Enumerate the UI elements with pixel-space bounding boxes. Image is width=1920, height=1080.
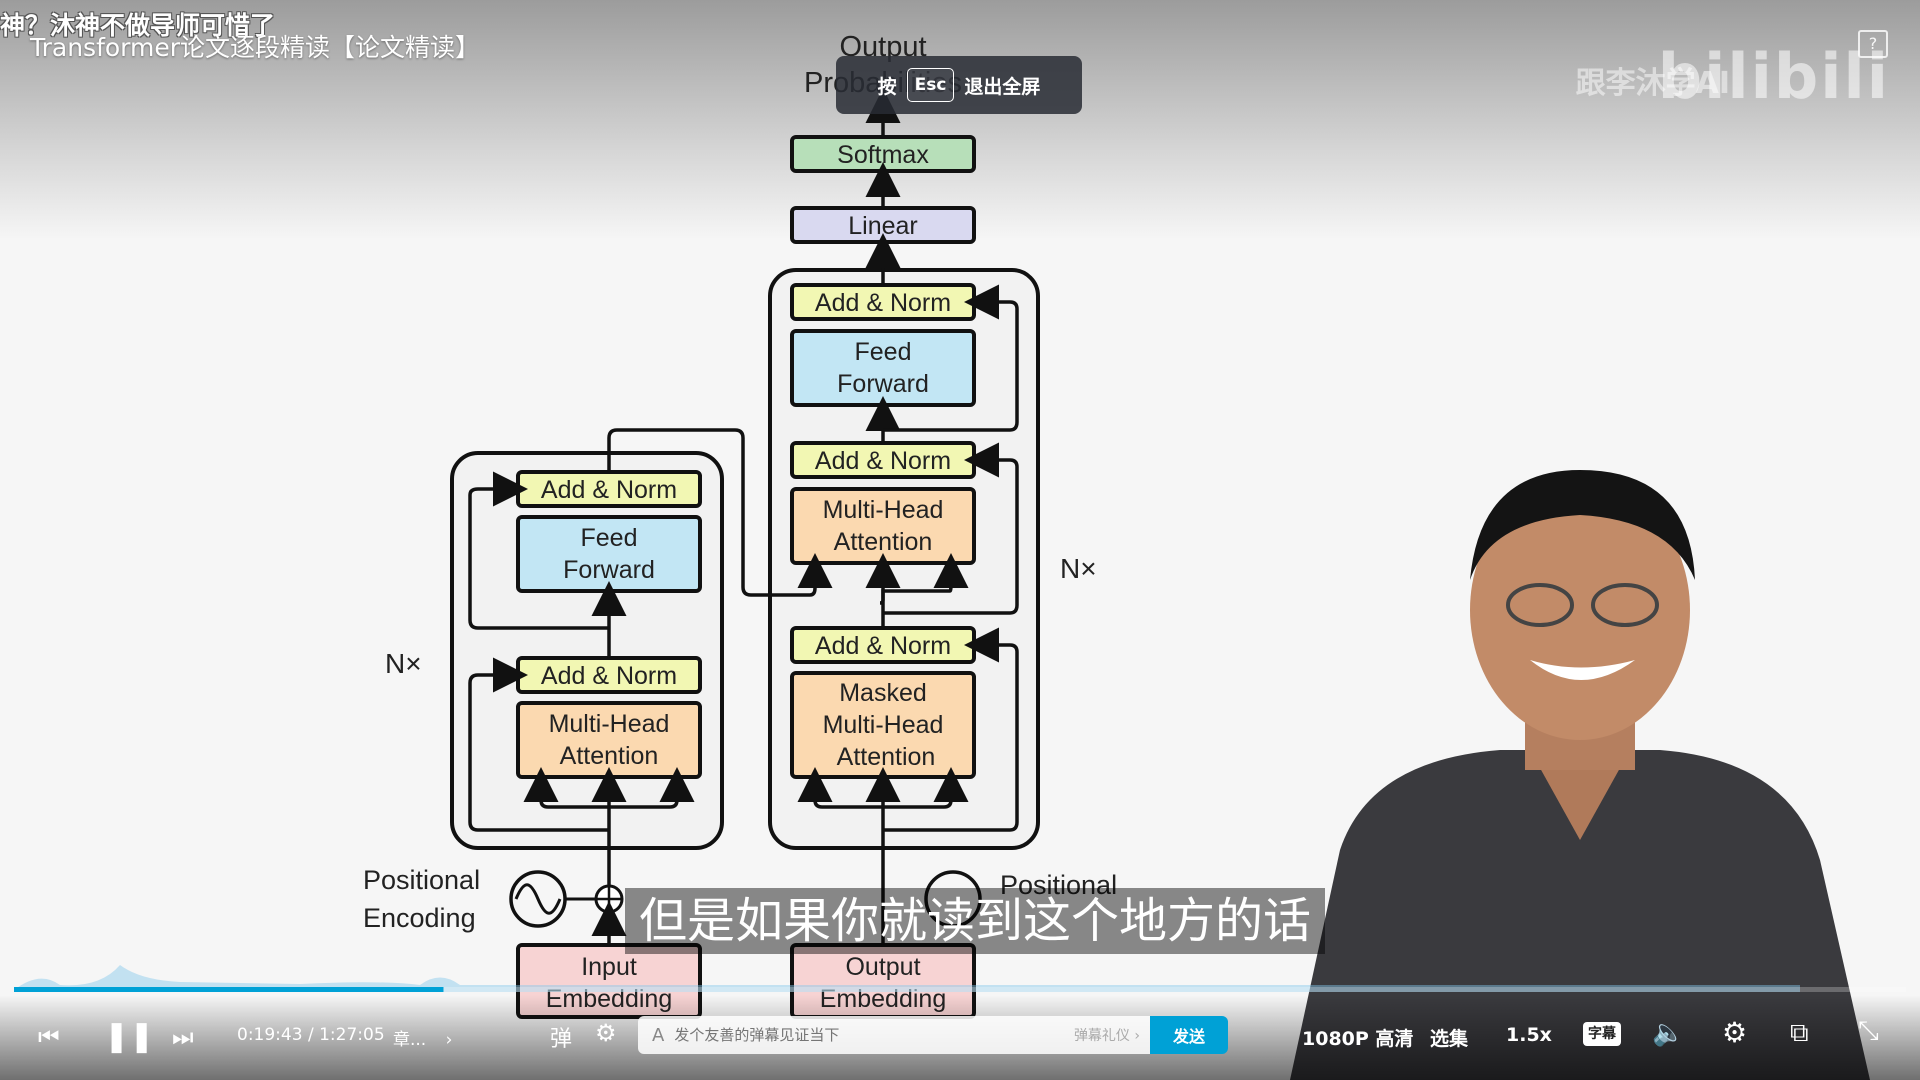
episodes-button[interactable]: 选集	[1430, 1028, 1469, 1050]
decoder-masked-label-1: Masked	[839, 679, 927, 707]
total-time: 1:27:05	[319, 1025, 385, 1045]
decoder-nx-label: N×	[1060, 553, 1097, 584]
decoder-ff-label-2: Forward	[837, 370, 929, 398]
video-title: Transformer论文逐段精读【论文精读】	[30, 33, 481, 62]
subtitle-text: 但是如果你就读到这个地方的话	[625, 888, 1326, 954]
chapter-button[interactable]: 章... ›	[393, 1025, 452, 1050]
decoder-mha-label-1: Multi-Head	[823, 496, 944, 524]
next-icon[interactable]: ⏭	[172, 1023, 194, 1051]
chapter-label: 章...	[393, 1030, 427, 1050]
quality-button[interactable]: 1080P 高清	[1302, 1028, 1414, 1050]
volume-icon[interactable]: 🔈	[1652, 1018, 1685, 1048]
progress-heatmap[interactable]	[0, 940, 1920, 1000]
watermark-user: 跟李沐学AI	[1575, 66, 1730, 101]
danmaku-input-box[interactable]: A 弹幕礼仪 ›	[638, 1016, 1150, 1054]
pos-enc-right-icon	[924, 870, 982, 928]
pos-enc-left-label-2: Encoding	[363, 903, 476, 933]
danmaku-settings-icon[interactable]: ⚙	[595, 1019, 617, 1047]
decoder-mha-label-2: Attention	[834, 528, 933, 556]
bilibili-logo: bilibili	[1657, 40, 1890, 113]
softmax-label: Softmax	[837, 141, 929, 169]
esc-key: Esc	[906, 68, 955, 102]
chevron-right-icon: ›	[445, 1030, 453, 1050]
encoder-add-norm-2-label: Add & Norm	[541, 476, 677, 504]
send-button[interactable]: 发送	[1150, 1016, 1228, 1054]
speed-button[interactable]: 1.5x	[1506, 1024, 1552, 1046]
danmaku-font-icon[interactable]: A	[652, 1024, 665, 1046]
encoder-nx-label: N×	[385, 648, 422, 679]
decoder-masked-label-3: Attention	[837, 743, 936, 771]
transformer-diagram: Output Probabilities Softmax Linear Add …	[363, 31, 1117, 1019]
encoder-mha-label-1: Multi-Head	[549, 710, 670, 738]
time-display: 0:19:43 / 1:27:05	[237, 1025, 385, 1045]
settings-gear-icon[interactable]: ⚙	[1722, 1016, 1748, 1049]
encoder-mha-label-2: Attention	[560, 742, 659, 770]
pause-icon[interactable]: ❚❚	[104, 1019, 155, 1054]
encoder-ff-label-2: Forward	[563, 556, 655, 584]
subtitle-toggle[interactable]: 字幕	[1583, 1022, 1621, 1046]
pos-enc-left-label-1: Positional	[363, 865, 480, 895]
danmaku-etiquette-link[interactable]: 弹幕礼仪 ›	[1073, 1028, 1140, 1044]
danmaku-input[interactable]	[672, 1025, 1037, 1045]
decoder-add-norm-2-label: Add & Norm	[815, 447, 951, 475]
output-emb-label-1: Output	[845, 953, 920, 981]
progress-played	[14, 987, 444, 992]
linear-label: Linear	[848, 212, 918, 240]
help-icon[interactable]: ?	[1858, 30, 1888, 58]
decoder-add-norm-1-label: Add & Norm	[815, 632, 951, 660]
previous-icon[interactable]: ⏮	[38, 1023, 60, 1051]
time-separator: /	[307, 1025, 314, 1045]
encoder-stack-box	[450, 451, 724, 850]
esc-suffix: 退出全屏	[964, 75, 1041, 98]
esc-prefix: 按	[877, 75, 897, 98]
decoder-ff-label-1: Feed	[855, 338, 912, 366]
exit-fullscreen-toast: 按 Esc 退出全屏	[836, 56, 1082, 114]
danmaku-toggle-icon[interactable]: 弹	[550, 1027, 573, 1052]
progress-track[interactable]	[14, 987, 1906, 992]
fullscreen-exit-icon[interactable]: ⤡	[1858, 1016, 1879, 1046]
decoder-add-norm-3-label: Add & Norm	[815, 289, 951, 317]
picture-in-picture-icon[interactable]: ⧉	[1790, 1018, 1809, 1048]
encoder-ff-label-1: Feed	[581, 524, 638, 552]
current-time: 0:19:43	[237, 1025, 303, 1045]
decoder-masked-label-2: Multi-Head	[823, 711, 944, 739]
encoder-add-norm-1-label: Add & Norm	[541, 662, 677, 690]
pos-enc-right-label-1: Positional	[1000, 870, 1117, 900]
danmaku-comment: 神？沐神不做导师可惜了	[0, 11, 276, 40]
input-emb-label-1: Input	[581, 953, 637, 981]
